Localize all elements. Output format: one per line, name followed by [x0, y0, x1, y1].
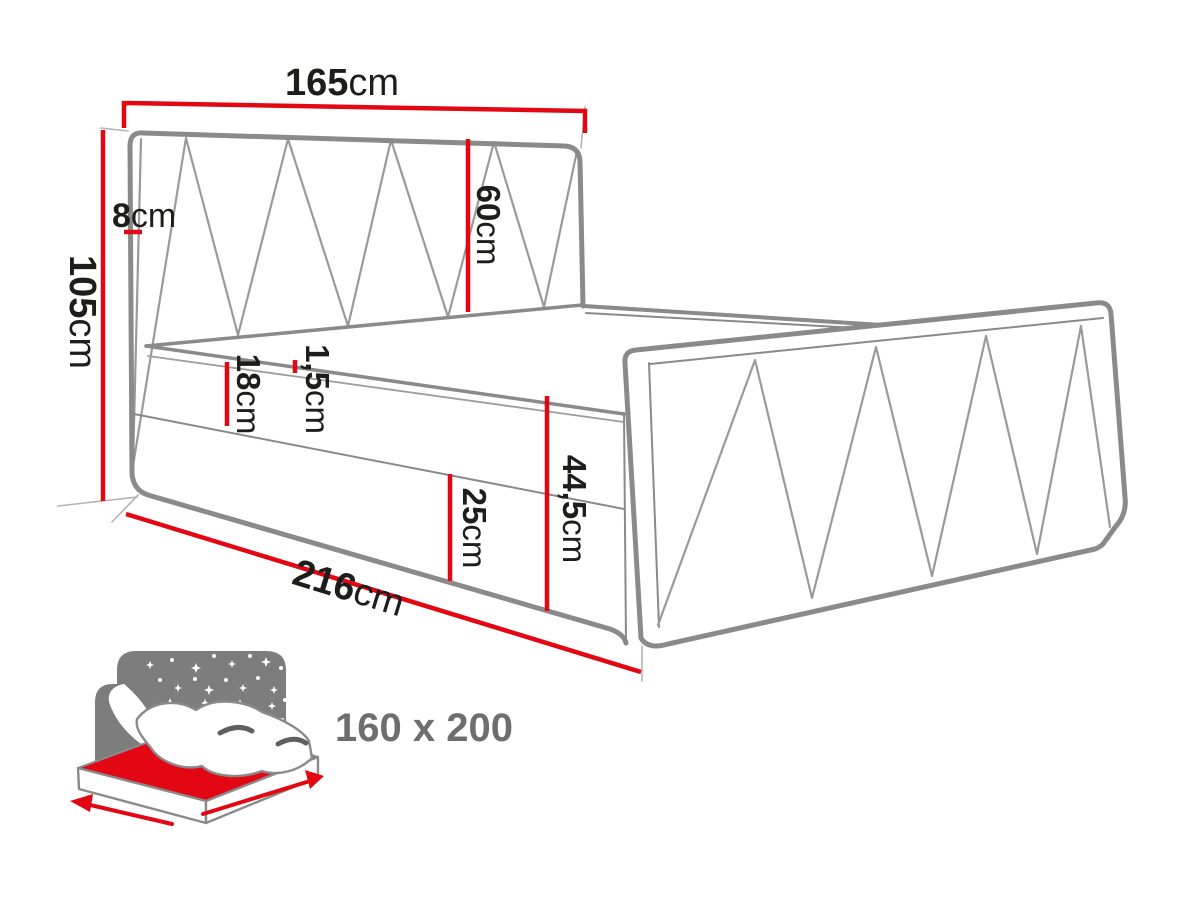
label-mattress-height: 18cm	[230, 354, 267, 435]
label-headboard-frame: 8cm	[112, 197, 176, 235]
star-icon	[256, 676, 260, 680]
star-icon	[158, 678, 162, 682]
dim-line-165	[121, 100, 588, 133]
footboard-panel	[622, 300, 1128, 649]
star-icon	[204, 685, 214, 695]
icon-pillow-left	[217, 725, 255, 736]
icon-length-arrowhead	[305, 770, 324, 789]
icon-length-arrow	[201, 779, 312, 816]
icon-pillow-right	[275, 736, 309, 747]
footboard-inner-left-edge	[648, 362, 660, 628]
mattress-welt-line	[147, 355, 625, 423]
star-icon	[283, 698, 287, 702]
icon-width-arrow	[84, 802, 174, 826]
star-icon	[261, 657, 271, 667]
star-icon	[248, 654, 252, 658]
star-icon	[279, 666, 283, 670]
label-headboard-height: 60cm	[470, 185, 507, 266]
base-seam-line	[133, 413, 625, 510]
size-label: 160 x 200	[335, 706, 513, 750]
dim-line-216	[125, 511, 642, 675]
star-icon	[212, 654, 216, 658]
ext-line-top-left	[100, 127, 129, 132]
label-total-height: 105cm	[61, 255, 103, 369]
label-base-height: 25cm	[456, 488, 493, 569]
bed-size-icon: 160 x 200	[70, 651, 513, 826]
star-icon	[224, 678, 228, 682]
mattress-head-edge	[144, 303, 584, 348]
star-icon	[201, 699, 209, 707]
headboard-outline	[127, 130, 629, 646]
star-icon	[174, 684, 182, 692]
star-icon	[270, 686, 278, 694]
footboard-zigzag-pattern	[656, 324, 1112, 627]
star-icon	[170, 658, 174, 662]
label-headboard-width: 165cm	[285, 62, 399, 104]
mattress-front-edge	[144, 344, 626, 416]
star-icon	[191, 663, 201, 673]
star-icon	[268, 702, 276, 710]
star-icon	[146, 661, 154, 669]
label-side-height: 44,5cm	[556, 455, 593, 563]
bed-drawing	[127, 130, 1128, 649]
ext-line-length-left	[111, 494, 139, 523]
mattress-far-edge	[582, 304, 916, 329]
icon-blanket	[135, 700, 314, 778]
label-welt-gap: 1,5cm	[299, 344, 336, 434]
label-bed-length: 216cm	[288, 552, 409, 626]
icon-width-arrowhead	[70, 794, 93, 812]
dimension-lines	[100, 100, 642, 675]
star-icon	[239, 684, 247, 692]
headboard-zigzag-pattern	[131, 136, 579, 468]
footboard-inner-top-edge	[649, 317, 1104, 365]
star-icon	[228, 660, 236, 668]
ext-line-bottom-left	[57, 496, 138, 507]
front-corner-edge	[623, 412, 627, 642]
star-icon	[193, 677, 197, 681]
